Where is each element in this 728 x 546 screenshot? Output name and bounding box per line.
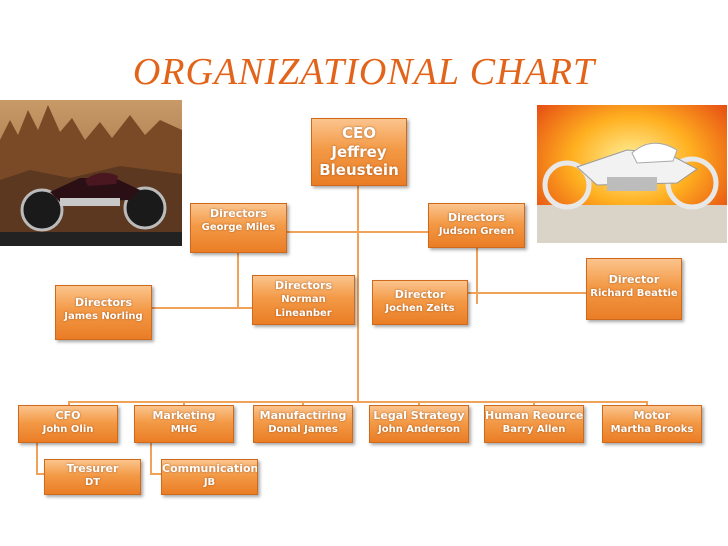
motorcycle-fire-photo [537,105,727,243]
ceo-box[interactable]: CEO Jeffrey Bleustein [311,118,407,186]
connector-line [476,246,478,304]
connector-line [357,185,359,403]
department-role: CFO [55,409,81,422]
sub-department-role: Tresurer [66,462,119,475]
director-role: Director [394,288,446,301]
connector-line [418,401,420,407]
connector-line [183,401,185,407]
connector-line [237,251,239,309]
director-name-first: Norman [281,294,326,305]
director-name: James Norling [64,311,143,322]
department-name: Barry Allen [502,424,566,435]
ceo-name-first: Jeffrey [331,143,387,161]
department-box-marketing[interactable]: Marketing MHG [134,405,234,443]
department-role: Marketing [152,409,216,422]
department-box-human-resource[interactable]: Human Reource Barry Allen [484,405,584,443]
connector-line [36,473,46,475]
department-name: Martha Brooks [610,424,694,435]
connector-line [468,292,586,294]
director-role: Directors [209,207,268,220]
director-role: Directors [74,296,133,309]
department-box-manufacturing[interactable]: Manufactiring Donal James [253,405,353,443]
motorcycle-desert-photo [0,100,182,246]
connector-line [646,401,648,407]
connector-line [152,307,252,309]
page-title: ORGANIZATIONAL CHART [132,51,596,93]
connector-line [68,401,646,403]
connector-line [36,442,38,475]
director-name-last: Lineanber [275,308,332,319]
director-box-judson-green[interactable]: Directors Judson Green [428,203,525,248]
director-box-richard-beattie[interactable]: Director Richard Beattie [586,258,682,320]
director-name: Richard Beattie [590,288,678,299]
connector-line [287,231,432,233]
connector-line [150,442,152,475]
director-role: Director [608,273,660,286]
department-role: Manufactiring [259,409,347,422]
director-role: Directors [447,211,506,224]
connector-line [150,473,163,475]
director-box-jochen-zeits[interactable]: Director Jochen Zeits [372,280,468,325]
sub-department-box-tresurer[interactable]: Tresurer DT [44,459,141,495]
ceo-role: CEO [341,124,376,142]
director-name: Jochen Zeits [385,303,455,314]
sub-department-name: JB [203,477,216,488]
connector-line [533,401,535,407]
director-box-norman-lineanber[interactable]: Directors Norman Lineanber [252,275,355,325]
connector-line [302,401,304,407]
department-name: John Anderson [378,424,460,435]
department-box-motor[interactable]: Motor Martha Brooks [602,405,702,443]
director-name: Judson Green [438,226,515,237]
department-name: John Olin [42,424,94,435]
department-box-legal-strategy[interactable]: Legal Strategy John Anderson [369,405,469,443]
department-name: MHG [170,424,198,435]
sub-department-box-communication[interactable]: Communication JB [161,459,258,495]
sub-department-role: Communication [162,462,258,475]
department-role: Legal Strategy [373,409,465,422]
department-role: Motor [633,409,671,422]
connector-line [68,401,70,407]
ceo-name-last: Bleustein [319,161,399,179]
director-role: Directors [274,279,333,292]
director-name: George Miles [201,222,276,233]
director-box-james-norling[interactable]: Directors James Norling [55,285,152,340]
director-box-george-miles[interactable]: Directors George Miles [190,203,287,253]
sub-department-name: DT [84,477,101,488]
department-name: Donal James [268,424,338,435]
department-box-cfo[interactable]: CFO John Olin [18,405,118,443]
department-role: Human Reource [485,409,584,422]
